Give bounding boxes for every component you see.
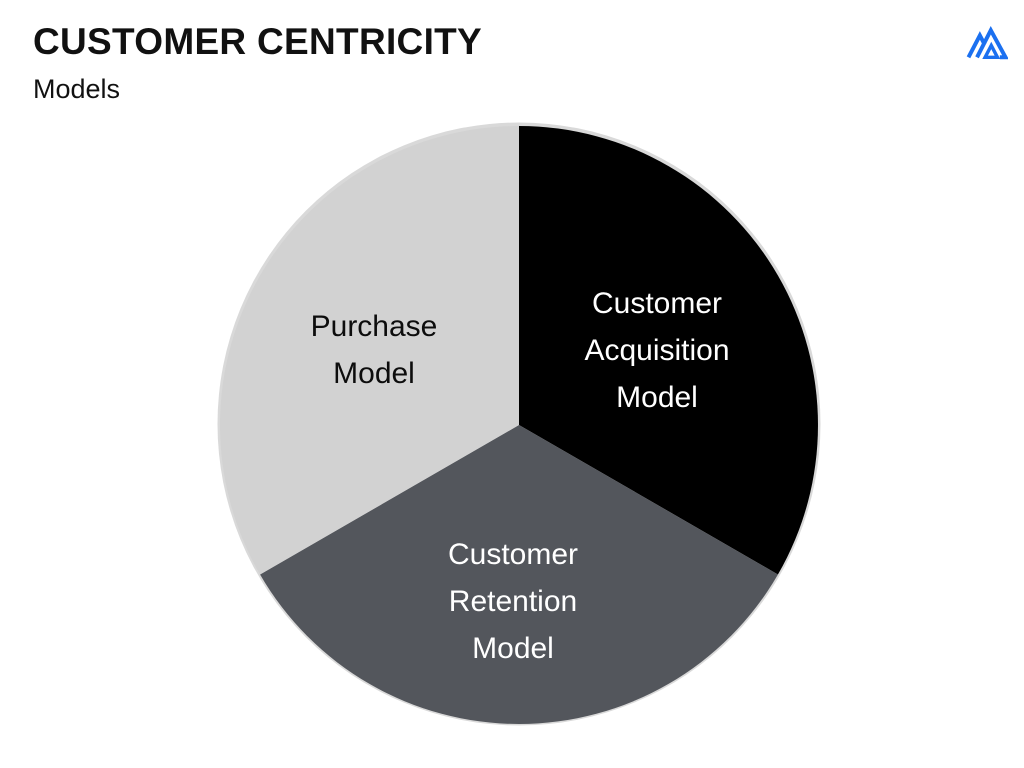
mountain-logo-icon [966, 25, 1008, 60]
logo-big-peak [975, 25, 1008, 60]
pie-slice-customer-retention-model [260, 425, 778, 724]
pie-slice-customer-acquisition-model [519, 126, 818, 575]
slide-header: CUSTOMER CENTRICITY Models [33, 20, 482, 105]
slide-subtitle: Models [33, 74, 121, 104]
pie-slice-purchase-model [220, 126, 520, 575]
slide-title: CUSTOMER CENTRICITY [33, 21, 483, 62]
logo-inner-triangle [982, 41, 1001, 60]
